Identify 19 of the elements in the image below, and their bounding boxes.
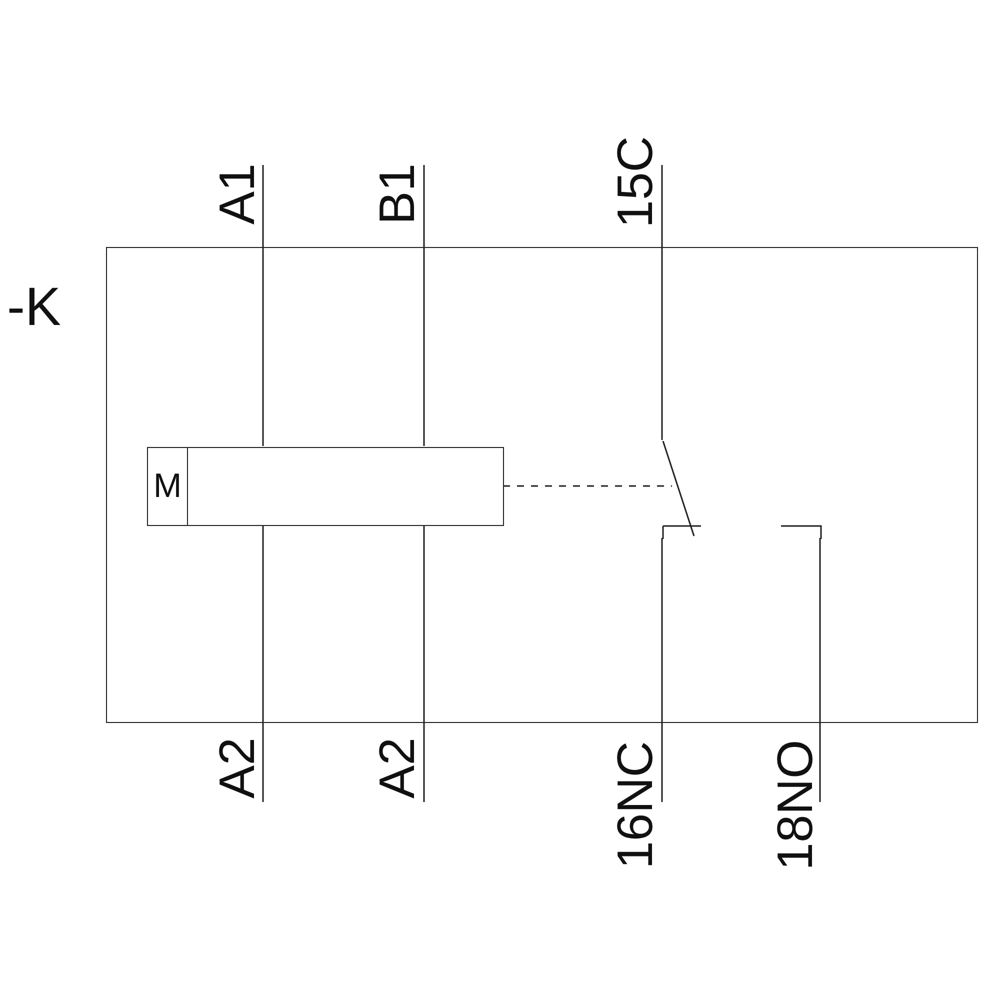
terminal-label: 18NO bbox=[770, 740, 820, 870]
wire bbox=[262, 165, 264, 446]
wire bbox=[819, 538, 821, 802]
wire bbox=[262, 525, 264, 802]
wire bbox=[661, 538, 663, 802]
relay-coil bbox=[147, 447, 504, 526]
terminal-label: 16NC bbox=[610, 741, 660, 869]
terminal-label: A2 bbox=[212, 737, 262, 799]
wire bbox=[423, 165, 425, 446]
terminal-label: 15C bbox=[610, 136, 660, 228]
linkage-line bbox=[503, 485, 672, 487]
changeover-contact-symbol bbox=[661, 441, 823, 539]
terminal-label: B1 bbox=[372, 163, 422, 225]
wire bbox=[423, 525, 425, 802]
device-tag: -K bbox=[7, 276, 61, 338]
coil-tag: M bbox=[148, 448, 188, 525]
wire bbox=[661, 165, 663, 440]
terminal-label: A1 bbox=[212, 163, 262, 225]
terminal-label: A2 bbox=[372, 737, 422, 799]
